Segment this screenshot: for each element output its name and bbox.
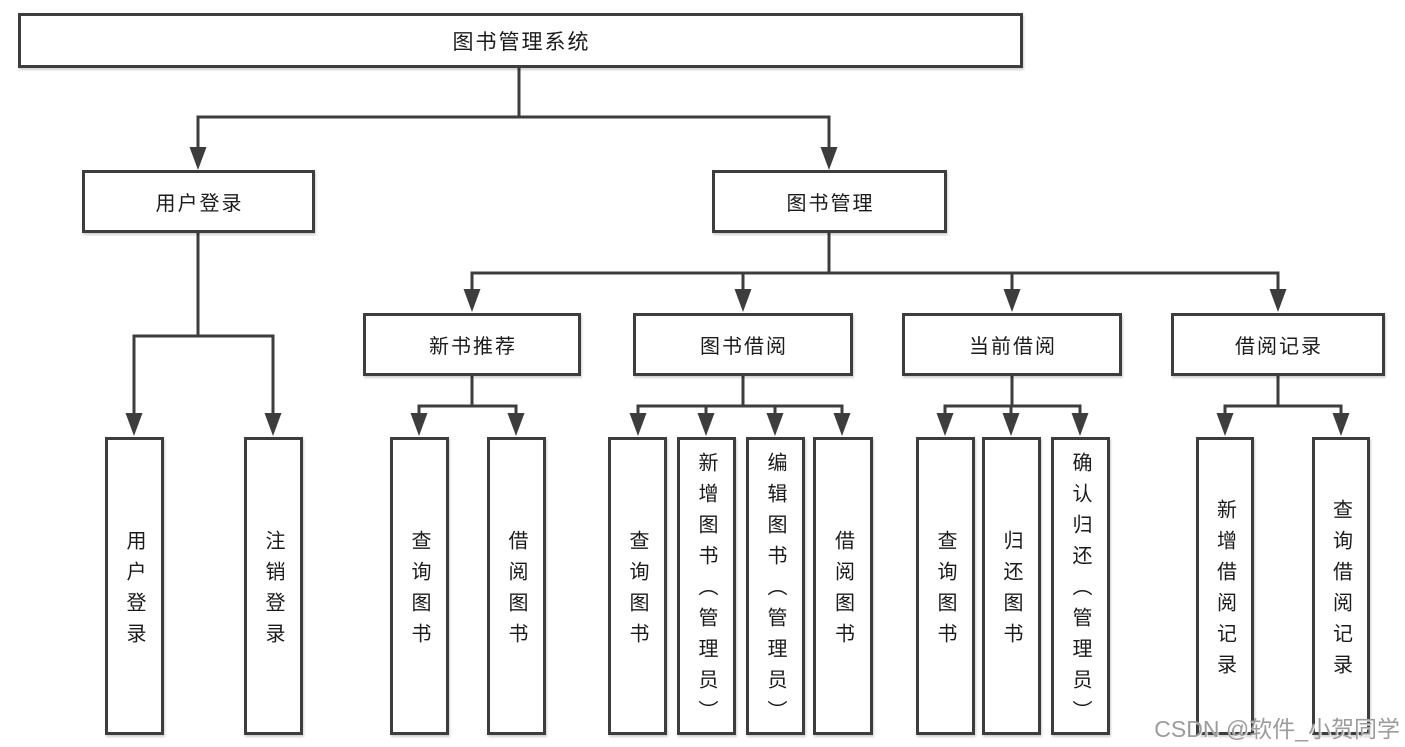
connector-line	[943, 374, 1082, 418]
arrowhead-down	[189, 147, 838, 170]
connector-line	[470, 231, 1280, 294]
node-label: 查询借阅记录	[1329, 498, 1352, 685]
node-label: 当前借阅	[969, 336, 1057, 358]
node-label: 用户登录	[155, 193, 244, 215]
arrowhead-down	[1216, 413, 1350, 436]
leaf-user-login: 用户登录	[105, 437, 164, 735]
node-label: 用户登录	[123, 529, 145, 654]
node-borrowing-records: 借阅记录	[1171, 313, 1385, 376]
node-label: 图书管理系统	[452, 30, 591, 54]
connector-book-management-to-level3	[463, 231, 1287, 312]
arrowhead-down	[410, 413, 525, 436]
connector-new-book-rec-to-leaves	[410, 374, 525, 436]
node-book-borrowing: 图书借阅	[633, 313, 853, 376]
arrowhead-down	[629, 413, 851, 436]
node-label: 查询图书	[408, 529, 430, 654]
connector-line	[1223, 374, 1343, 418]
leaf-add-books-admin: 新增图书（管理员）	[677, 437, 736, 735]
node-label: 编辑图书（管理员）	[764, 452, 786, 731]
leaf-add-borrow-record: 新增借阅记录	[1196, 437, 1254, 735]
leaf-query-books-2: 查询图书	[608, 437, 667, 735]
node-library-management-system: 图书管理系统	[18, 13, 1023, 68]
connector-user-login-to-leaves	[125, 231, 282, 436]
connector-book-borrow-to-leaves	[629, 374, 851, 436]
node-label: 确认归还（管理员）	[1069, 452, 1091, 731]
connector-borrow-record-to-leaves	[1216, 374, 1350, 436]
arrowhead-down	[936, 413, 1089, 436]
connector-line	[132, 231, 275, 418]
node-label: 查询图书	[626, 529, 648, 654]
connector-root-to-level2	[189, 66, 838, 170]
csdn-watermark: CSDN @软件_小贺同学	[1154, 716, 1400, 742]
leaf-query-borrow-record: 查询借阅记录	[1312, 437, 1370, 735]
connector-line	[196, 66, 831, 152]
connector-current-borrow-to-leaves	[936, 374, 1089, 436]
node-label: 图书管理	[786, 193, 875, 215]
connector-line	[636, 374, 844, 418]
leaf-borrow-books-1: 借阅图书	[487, 437, 546, 735]
node-label: 新增图书（管理员）	[695, 452, 717, 731]
node-label: 归还图书	[1000, 529, 1022, 654]
node-label: 借阅图书	[831, 529, 854, 654]
arrowhead-down	[463, 289, 1287, 312]
leaf-query-books-3: 查询图书	[916, 437, 975, 735]
node-label: 注销登录	[262, 529, 284, 654]
leaf-borrow-books-2: 借阅图书	[813, 437, 873, 735]
leaf-edit-books-admin: 编辑图书（管理员）	[746, 437, 805, 735]
arrowhead-down	[125, 413, 282, 436]
node-label: 图书借阅	[700, 336, 788, 358]
node-label: 借阅记录	[1235, 336, 1323, 358]
node-label: 新书推荐	[429, 336, 517, 358]
leaf-query-books-1: 查询图书	[390, 437, 449, 735]
leaf-confirm-return-admin: 确认归还（管理员）	[1051, 437, 1110, 735]
node-label: 查询图书	[934, 529, 956, 654]
leaf-logout: 注销登录	[244, 437, 303, 735]
leaf-return-books: 归还图书	[982, 437, 1041, 735]
node-book-management: 图书管理	[712, 170, 947, 233]
node-current-borrowing: 当前借阅	[902, 313, 1122, 376]
node-label: 新增借阅记录	[1213, 498, 1236, 685]
node-new-book-recommendation: 新书推荐	[363, 313, 581, 376]
node-label: 借阅图书	[505, 529, 527, 654]
connector-line	[417, 374, 518, 418]
node-user-login: 用户登录	[82, 170, 315, 233]
